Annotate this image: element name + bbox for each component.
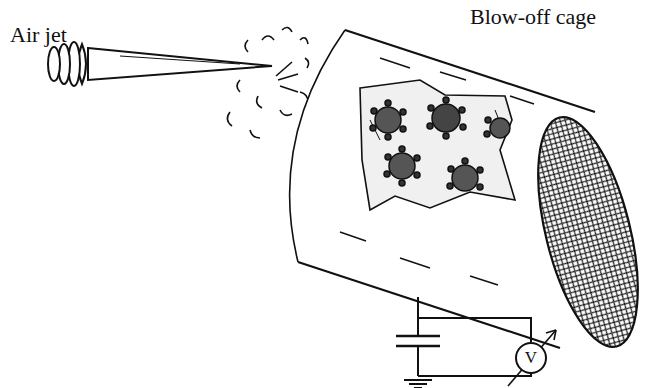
measurement-circuit bbox=[396, 297, 556, 388]
label-text: Blow-off cage bbox=[470, 4, 596, 30]
toner-carrier-particles bbox=[370, 97, 510, 191]
label-text: Air jet bbox=[10, 22, 67, 48]
voltmeter-symbol: V bbox=[515, 342, 547, 374]
node-text: V bbox=[525, 348, 537, 368]
air-puffs bbox=[227, 27, 308, 138]
blow-off-cage bbox=[290, 30, 656, 360]
cage-window bbox=[360, 80, 515, 210]
air-jet-nozzle bbox=[48, 42, 272, 86]
